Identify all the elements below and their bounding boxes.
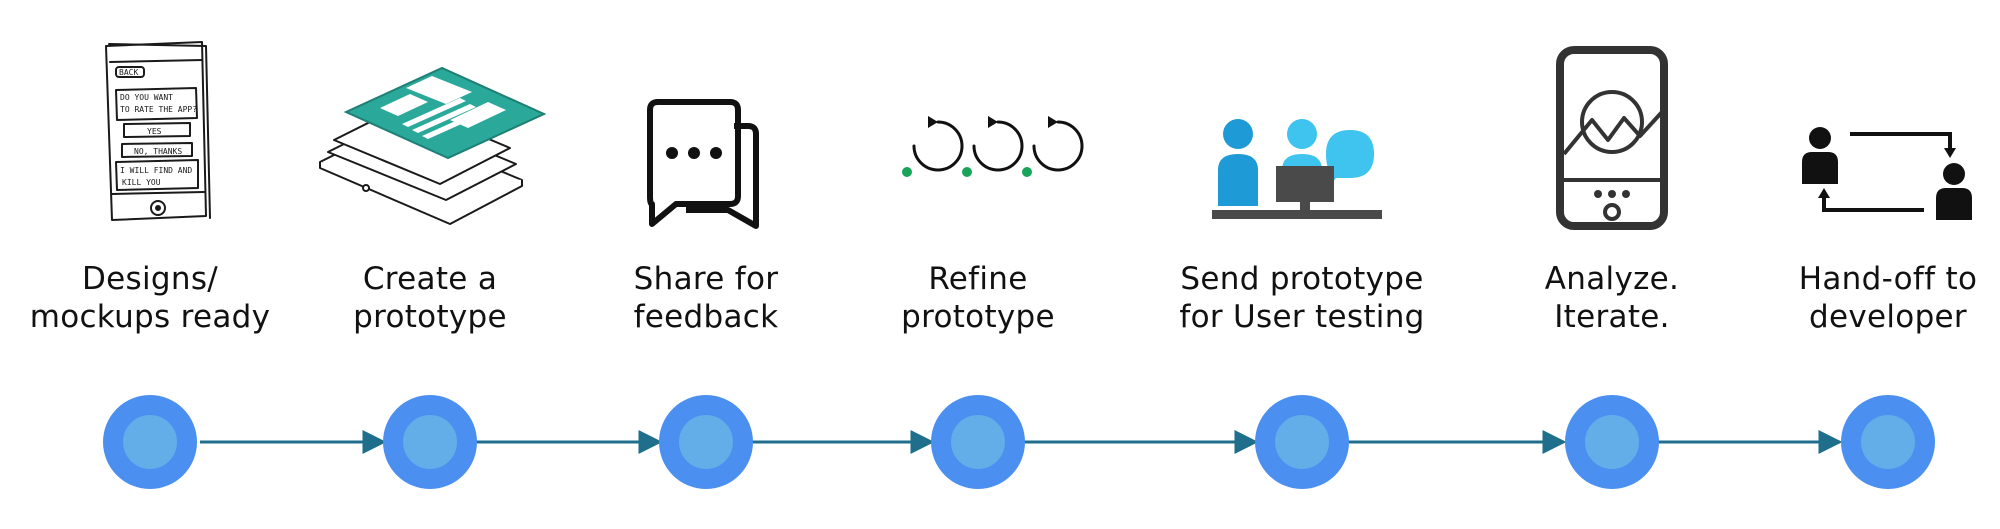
step-label-refine: Refine prototype (808, 260, 1148, 336)
phone-analytics-icon (1492, 30, 1732, 230)
step-label-line-2: prototype (901, 299, 1055, 335)
step-testing: Send prototype for User testing (1179, 0, 1424, 529)
step-label-line-2: feedback (633, 299, 779, 335)
sketch-question-line-2: TO RATE THE APP? (120, 105, 197, 114)
step-handoff: Hand-off to developer (1799, 0, 1977, 529)
timeline-node-inner (123, 415, 177, 469)
timeline-node-3 (659, 395, 753, 489)
step-label-line-2: prototype (353, 299, 507, 335)
handoff-users-icon (1768, 30, 2000, 230)
green-dot-1 (902, 167, 912, 177)
chat-bubbles-icon (586, 30, 826, 230)
step-label-line-1: Share for (633, 261, 779, 297)
step-label-line-1: Designs/ (81, 261, 219, 297)
step-label-line-2: Iterate. (1554, 299, 1670, 335)
step-label-line-1: Refine (928, 261, 1028, 297)
step-label-line-1: Create a (362, 261, 498, 297)
layered-tablet-icon (310, 30, 550, 230)
sketch-back-text: BACK (119, 68, 138, 77)
sketch-threat-line-2: KILL YOU (122, 178, 161, 187)
user-testing-icon (1182, 30, 1422, 230)
timeline-node-2 (383, 395, 477, 489)
refresh-cycles-icon (858, 30, 1098, 230)
sketch-no-text: NO, THANKS (134, 147, 182, 156)
step-label-handoff: Hand-off to developer (1718, 260, 2000, 336)
sketch-yes-text: YES (147, 127, 162, 136)
timeline-node-inner (679, 415, 733, 469)
green-dot-3 (1022, 167, 1032, 177)
green-dot-2 (962, 167, 972, 177)
wireframe-sketch-icon: BACK DO YOU WANT TO RATE THE APP? YES NO… (30, 30, 270, 230)
step-label-analyze: Analyze. Iterate. (1442, 260, 1782, 336)
step-label-prototype: Create a prototype (260, 260, 600, 336)
timeline-node-6 (1565, 395, 1659, 489)
step-refine: Refine prototype (901, 0, 1084, 529)
step-label-line-1: Analyze. (1544, 261, 1680, 297)
step-feedback: Share for feedback (634, 0, 778, 529)
step-prototype: Create a prototype (319, 0, 547, 529)
timeline-node-1 (103, 395, 197, 489)
step-label-feedback: Share for feedback (536, 260, 876, 336)
timeline-node-inner (1585, 415, 1639, 469)
step-analyze: Analyze. Iterate. (1545, 0, 1679, 529)
step-label-testing: Send prototype for User testing (1132, 260, 1472, 336)
sketch-question-line-1: DO YOU WANT (120, 93, 173, 102)
timeline-node-inner (951, 415, 1005, 469)
timeline-node-inner (1275, 415, 1329, 469)
timeline-node-7 (1841, 395, 1935, 489)
sketch-threat-line-1: I WILL FIND AND (120, 166, 192, 175)
step-designs: BACK DO YOU WANT TO RATE THE APP? YES NO… (30, 0, 270, 529)
step-label-line-1: Hand-off to (1798, 261, 1978, 297)
timeline-node-4 (931, 395, 1025, 489)
step-label-designs: Designs/ mockups ready (0, 260, 320, 336)
step-label-line-2: mockups ready (29, 299, 271, 335)
step-label-line-2: developer (1809, 299, 1967, 335)
step-label-line-1: Send prototype (1180, 261, 1424, 297)
step-label-line-2: for User testing (1179, 299, 1425, 335)
timeline-node-inner (1861, 415, 1915, 469)
timeline-node-inner (403, 415, 457, 469)
timeline-node-5 (1255, 395, 1349, 489)
